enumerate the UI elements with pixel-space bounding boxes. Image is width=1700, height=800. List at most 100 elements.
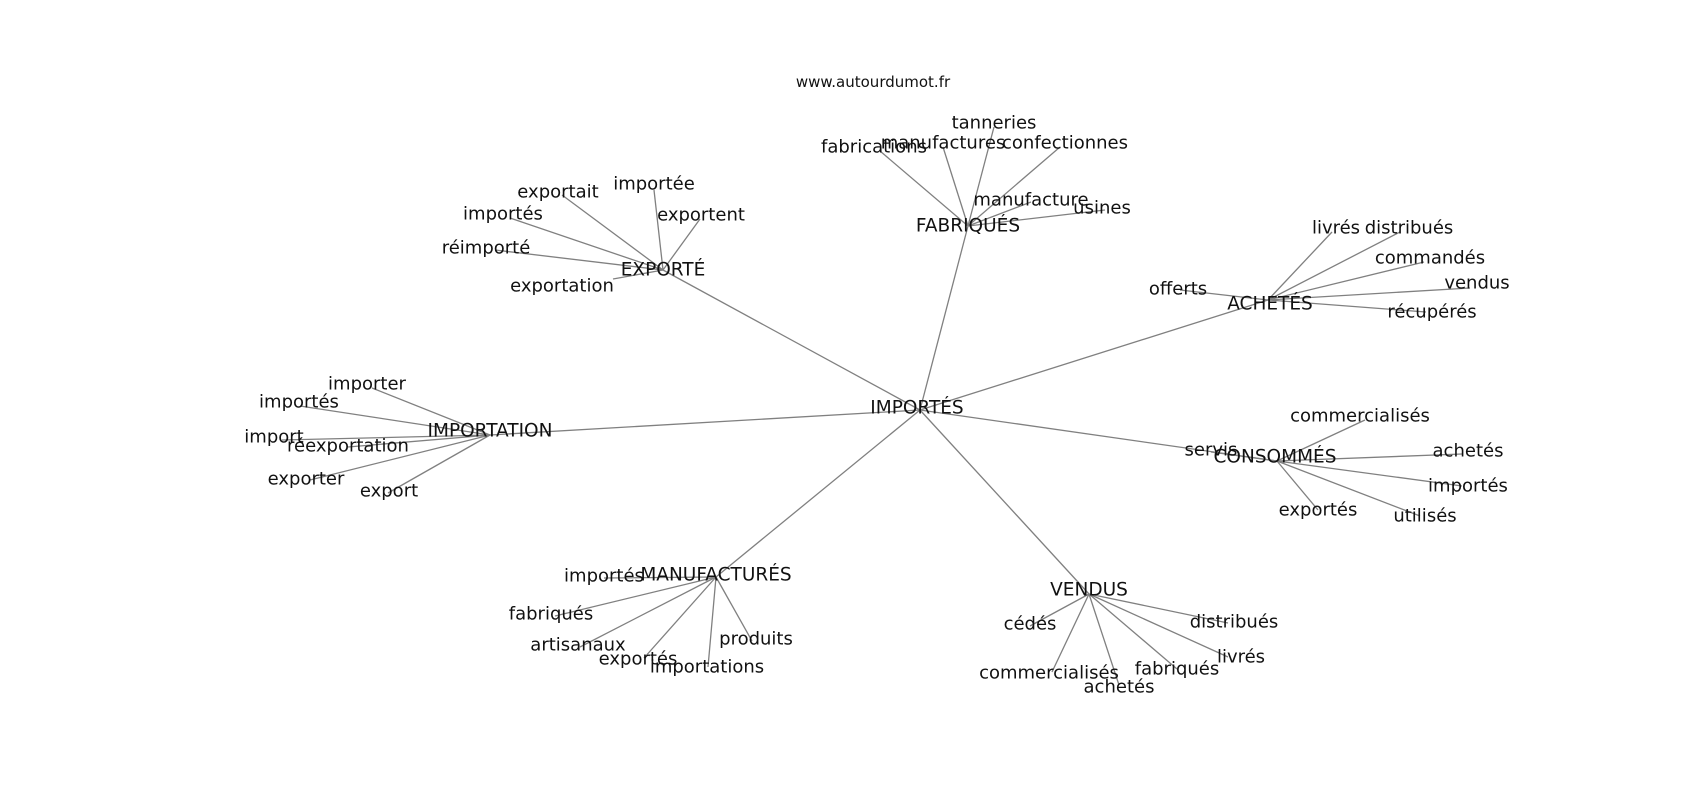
word-node-achetes[interactable]: achetés [1084,677,1155,698]
edge-achetes-vendus [1267,287,1471,301]
edge-fabriques-usines [967,209,1106,227]
edge-importation-importes [299,405,491,436]
hub-node-fabriques[interactable]: FABRIQUÉS [916,215,1020,237]
word-node-importes[interactable]: importés [259,392,339,413]
edge-importation-exporter [309,434,491,481]
edge-consommes-exportes [1276,460,1319,511]
word-node-offerts[interactable]: offerts [1149,279,1207,300]
edge-exporte-exportent [662,218,701,271]
word-node-distribues[interactable]: distribués [1190,612,1279,633]
edge-vendus-livres [1088,593,1229,658]
word-node-distribues[interactable]: distribués [1365,218,1454,239]
edge-importation-reexportation [347,434,491,448]
edge-exporte-reimporte [494,249,664,271]
word-node-exporter[interactable]: exporter [268,469,345,490]
word-node-livres[interactable]: livrés [1217,647,1265,668]
edge-center-exporte [662,269,921,411]
word-node-exportait[interactable]: exportait [517,182,598,203]
hub-node-importation[interactable]: IMPORTATION [428,421,553,442]
hub-node-manufactures[interactable]: MANUFACTURÉS [640,564,791,586]
word-node-importes[interactable]: importés [463,204,543,225]
edge-consommes-utilises [1276,460,1421,517]
edge-consommes-importes [1276,460,1463,487]
word-node-exportent[interactable]: exportent [657,205,745,226]
word-node-cedes[interactable]: cédés [1004,614,1057,635]
edge-manufactures-importes [603,576,717,579]
edge-fabriques-manufactures [942,146,969,227]
edge-vendus-commercialises [1051,593,1090,673]
word-node-exportes[interactable]: exportés [599,649,678,670]
center-node-label[interactable]: IMPORTÉS [870,397,963,419]
edge-center-fabriques [919,225,969,411]
word-node-servis[interactable]: servis [1185,440,1238,461]
edge-importation-export [387,434,491,494]
hub-node-exporte[interactable]: EXPORTÉ [621,259,706,281]
word-node-fabriques[interactable]: fabriqués [1135,659,1219,680]
edge-vendus-fabriques [1088,593,1178,670]
edge-fabriques-fabrications [879,150,969,227]
edge-center-manufactures [715,409,921,578]
word-node-importer[interactable]: importer [328,374,407,395]
graph-edges [281,126,1471,686]
word-node-fabrications[interactable]: fabrications [821,137,927,158]
word-node-tanneries[interactable]: tanneries [952,113,1037,134]
edge-center-vendus [919,409,1090,595]
word-node-commandes[interactable]: commandés [1375,248,1485,269]
edge-vendus-achetes [1088,593,1120,686]
word-node-commercialises[interactable]: commercialisés [1290,406,1430,427]
edge-achetes-recuperes [1267,299,1427,313]
edge-achetes-livres [1267,231,1333,301]
word-node-export[interactable]: export [360,481,418,502]
word-node-artisanaux[interactable]: artisanaux [530,635,626,656]
graph-labels: www.autourdumot.fr IMPORTÉS EXPORTÉ export… [244,73,1509,698]
word-node-importations[interactable]: importations [650,657,764,678]
edge-manufactures-artisanaux [579,576,717,648]
hub-node-vendus[interactable]: VENDUS [1050,580,1128,601]
hub-node-achetes[interactable]: ACHETÉS [1227,293,1313,315]
edge-fabriques-confectionnes [967,146,1061,227]
edge-exporte-importee [653,189,664,271]
word-node-exportation[interactable]: exportation [510,276,614,297]
word-node-reexportation[interactable]: réexportation [287,436,409,457]
word-node-produits[interactable]: produits [719,629,793,650]
word-node-import[interactable]: import [244,427,303,448]
word-node-usines[interactable]: usines [1073,198,1131,219]
edge-manufactures-produits [715,576,753,642]
word-node-exportes[interactable]: exportés [1279,500,1358,521]
word-node-recuperes[interactable]: récupérés [1387,302,1476,323]
word-node-commercialises[interactable]: commercialisés [979,663,1119,684]
word-node-importes[interactable]: importés [1428,476,1508,497]
edge-importation-import [281,434,491,441]
edge-achetes-distribues [1267,231,1401,301]
edge-exporte-importes [509,217,664,271]
edge-consommes-achetes [1276,453,1463,462]
edge-manufactures-fabriques [554,576,717,617]
word-node-importee[interactable]: importée [613,174,695,195]
edge-exporte-exportait [561,194,664,271]
edge-center-importation [489,409,921,436]
edge-manufactures-importations [707,576,717,668]
edge-center-achetes [919,299,1269,411]
word-node-livres[interactable]: livrés [1312,218,1360,239]
word-node-importes[interactable]: importés [564,566,644,587]
word-node-manufacture[interactable]: manufacture [973,190,1088,211]
word-node-confectionnes[interactable]: confectionnes [1002,133,1128,154]
word-node-reimporte[interactable]: réimporté [442,238,531,259]
hub-node-consommes[interactable]: CONSOMMÉS [1214,446,1337,468]
word-node-utilises[interactable]: utilisés [1393,506,1456,527]
edge-achetes-offerts [1179,289,1269,301]
word-node-manufactures[interactable]: manufactures [881,133,1006,154]
edge-consommes-commercialises [1276,419,1366,462]
edge-vendus-cedes [1029,593,1090,627]
word-node-fabriques[interactable]: fabriqués [509,604,593,625]
edge-importation-importer [371,387,491,436]
word-node-achetes[interactable]: achetés [1433,441,1504,462]
source-label[interactable]: www.autourdumot.fr [796,73,951,91]
edge-manufactures-exportes [643,576,717,659]
word-node-vendus[interactable]: vendus [1444,273,1509,294]
edge-consommes-servis [1210,451,1278,462]
edge-fabriques-tanneries [967,126,995,227]
edge-fabriques-manufacture [967,201,1032,227]
edge-achetes-commandes [1267,261,1425,301]
